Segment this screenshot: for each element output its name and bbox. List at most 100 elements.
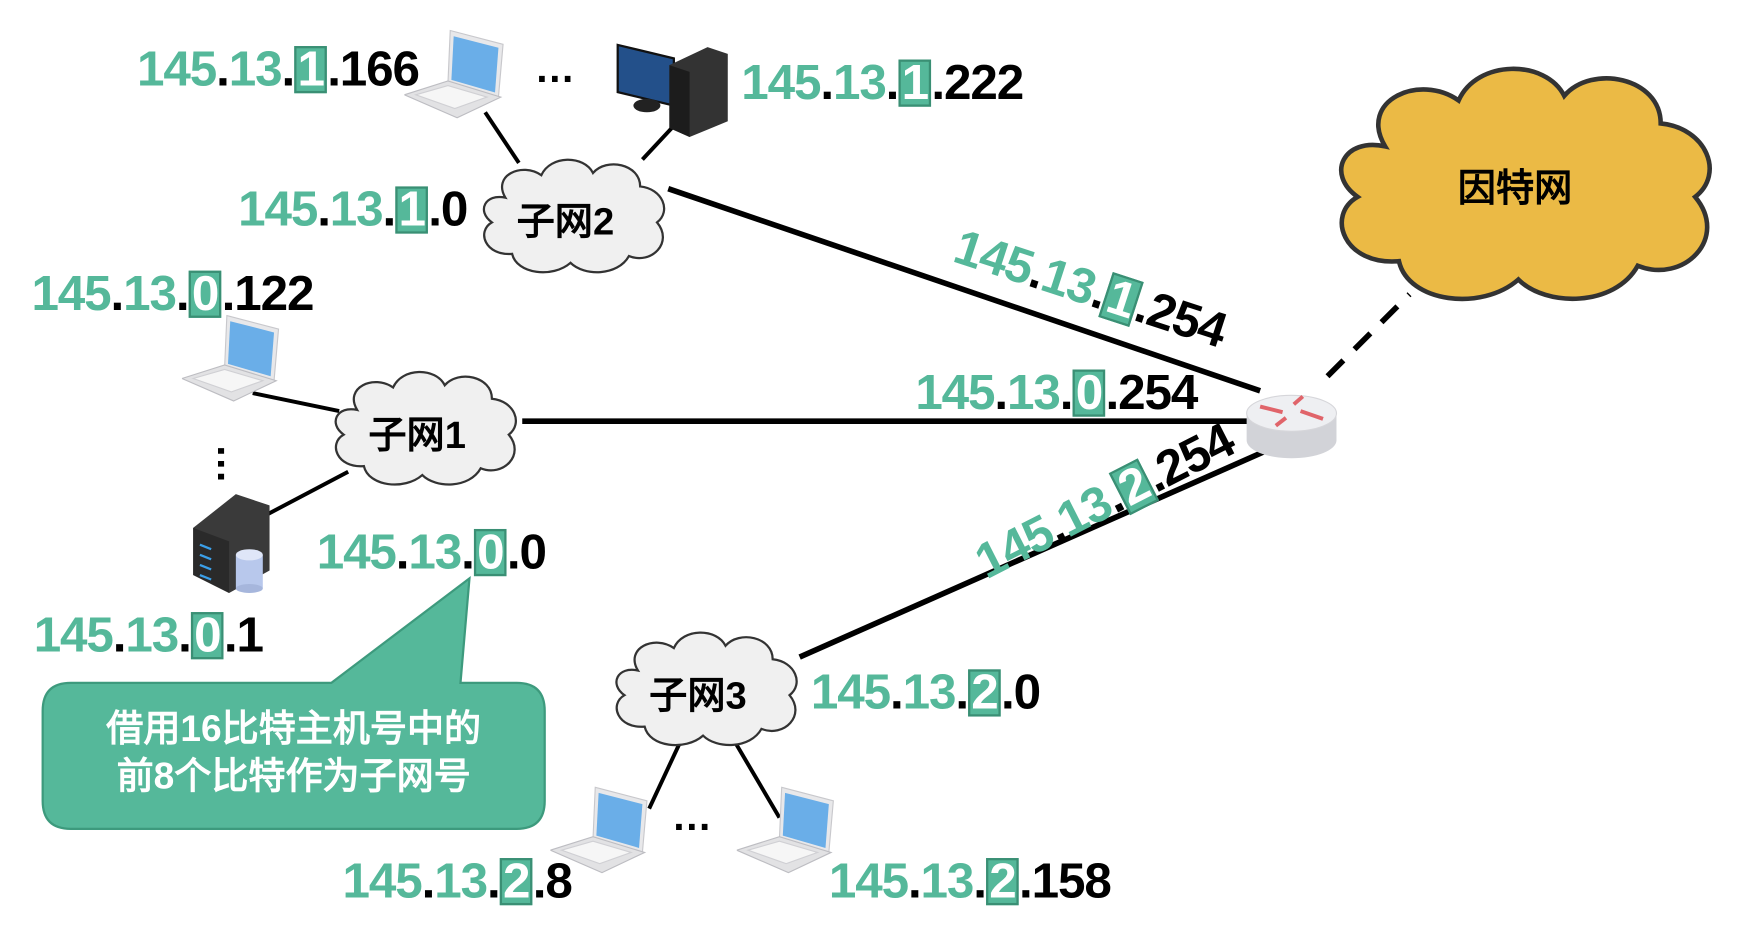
ip-dot: .: [112, 607, 127, 663]
ip-host-number: 0: [440, 181, 469, 237]
ip-octet-1: 145: [741, 55, 821, 111]
router-icon: [1246, 394, 1338, 459]
ip-dot: .: [955, 664, 969, 720]
ip-host-number: 122: [234, 266, 314, 322]
ip-dot: .: [1019, 853, 1033, 909]
ip-dot: .: [327, 41, 341, 97]
ip-octet-1: 145: [31, 266, 111, 322]
ip-router-0-254: 145.13.0.254: [915, 365, 1198, 421]
ip-subnet-number: 0: [473, 527, 507, 577]
ip-host-1-166: 145.13.1.166: [137, 41, 420, 97]
ip-octet-2: 13: [434, 853, 488, 909]
ip-dot: .: [1059, 365, 1074, 421]
ip-dot: .: [885, 55, 900, 111]
ip-octet-1: 145: [342, 853, 423, 909]
ip-subnet-number: 0: [190, 610, 224, 660]
callout-line-2: 前8个比特作为子网号: [116, 754, 471, 797]
ip-octet-2: 13: [125, 607, 179, 663]
ip-host-number: 8: [545, 853, 573, 909]
ip-host-number: 166: [339, 41, 420, 97]
ip-subnet-number: 2: [985, 856, 1020, 906]
laptop-icon: [404, 29, 504, 119]
ip-subnet-number: 2: [967, 668, 1002, 717]
ip-dot: .: [1001, 664, 1015, 720]
callout-text: 借用16比特主机号中的 前8个比特作为子网号: [43, 705, 545, 799]
ip-dot: .: [317, 181, 331, 237]
ip-dot: .: [973, 853, 987, 909]
ip-host-number: 1: [236, 607, 264, 663]
ip-host-number: 254: [1118, 365, 1198, 421]
ip-dot: .: [907, 853, 922, 909]
ip-dot: .: [421, 853, 436, 909]
ip-octet-1: 145: [238, 181, 318, 237]
ip-dot: .: [223, 607, 238, 663]
server-icon: [193, 494, 270, 593]
ip-dot: .: [221, 266, 236, 322]
ellipsis-subnet2: …: [534, 44, 576, 91]
link-subnet2-router: [667, 186, 1262, 394]
link-subnet3-router: [798, 448, 1266, 660]
ip-dot: .: [994, 365, 1008, 421]
ip-octet-2: 13: [832, 55, 887, 111]
ip-dot: .: [486, 853, 501, 909]
ip-dot: .: [820, 55, 834, 111]
ip-host-0-1: 145.13.0.1: [33, 607, 264, 663]
ip-dot: .: [461, 524, 475, 580]
ip-host-1-222: 145.13.1.222: [741, 55, 1024, 111]
callout-line-1: 借用16比特主机号中的: [106, 707, 482, 750]
ip-octet-2: 13: [123, 266, 177, 322]
ip-subnet-number: 2: [499, 856, 533, 906]
ip-host-0-122: 145.13.0.122: [31, 269, 314, 319]
ip-dot: .: [281, 41, 295, 97]
ip-dot: .: [1105, 365, 1119, 421]
ip-dot: .: [382, 181, 397, 237]
links: [522, 186, 1412, 660]
ellipsis-subnet1: …: [208, 443, 255, 485]
ip-octet-1: 145: [316, 524, 397, 580]
ip-dot: .: [216, 41, 230, 97]
ip-subnet-0-0: 145.13.0.0: [317, 527, 547, 577]
subnet3-label: 子网3: [649, 674, 747, 718]
desktop-computer-icon: [616, 43, 728, 138]
ip-subnet-number: 0: [188, 269, 222, 318]
ip-subnet-1-0: 145.13.1.0: [238, 181, 469, 237]
link-router-internet: [1325, 292, 1412, 379]
ip-dot: .: [175, 266, 190, 322]
host-links: [252, 111, 782, 819]
ip-dot: .: [110, 266, 125, 322]
callout-bubble: [41, 575, 546, 830]
ip-dot: .: [532, 853, 547, 909]
ip-octet-2: 13: [920, 853, 975, 909]
subnet1-label: 子网1: [368, 414, 466, 458]
ip-octet-1: 145: [810, 664, 891, 720]
ip-dot: .: [506, 524, 521, 580]
internet-label: 因特网: [1457, 167, 1573, 211]
ip-octet-1: 145: [137, 41, 217, 97]
ip-subnet-number: 0: [1072, 368, 1106, 417]
ip-octet-2: 13: [408, 524, 462, 580]
ip-host-number: 222: [944, 55, 1024, 111]
ip-octet-2: 13: [329, 181, 384, 237]
ip-subnet-number: 1: [294, 44, 328, 94]
ip-host-2-8: 145.13.2.8: [342, 853, 573, 909]
ip-dot: .: [178, 607, 192, 663]
ip-host-number: 158: [1031, 853, 1112, 909]
ip-octet-2: 13: [1007, 365, 1061, 421]
ip-host-number: 0: [519, 524, 548, 580]
ip-dot: .: [931, 55, 945, 111]
ip-dot: .: [889, 664, 904, 720]
ip-octet-1: 145: [828, 853, 909, 909]
ip-host-number: 0: [1013, 664, 1042, 720]
ip-subnet-number: 1: [898, 58, 932, 107]
ip-octet-2: 13: [902, 664, 957, 720]
ip-octet-2: 13: [228, 41, 283, 97]
ip-octet-1: 145: [33, 607, 114, 663]
laptop-icon: [181, 315, 280, 402]
ip-dot: .: [395, 524, 410, 580]
subnet2-label: 子网2: [516, 201, 615, 244]
ellipsis-subnet3: …: [671, 792, 713, 839]
ip-subnet-number: 1: [395, 185, 429, 234]
laptop-icon: [736, 786, 834, 874]
